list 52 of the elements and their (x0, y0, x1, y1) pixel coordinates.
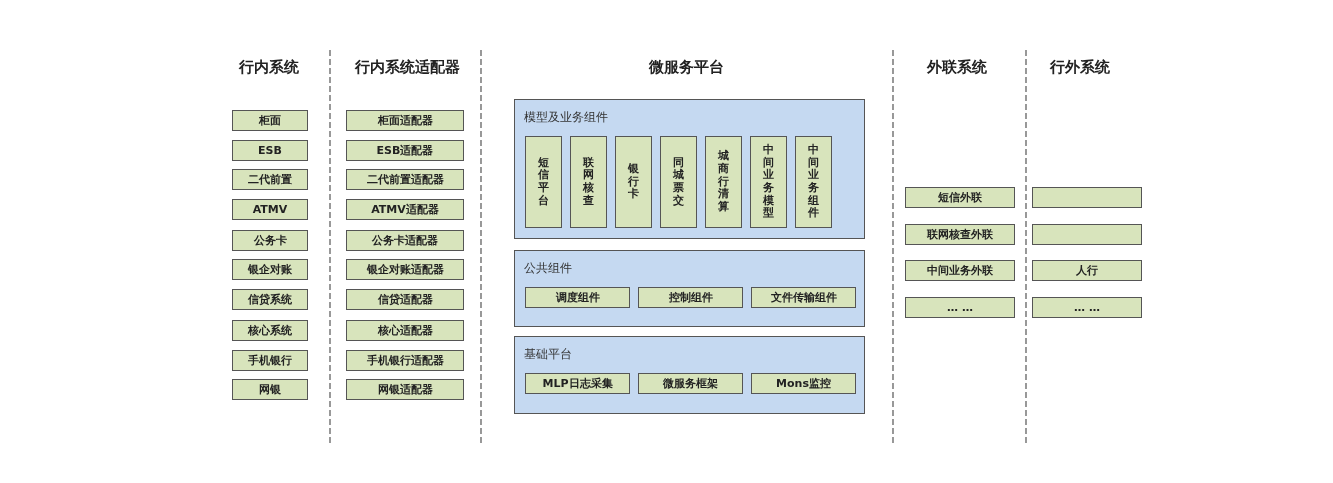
system-box: 信贷适配器 (346, 289, 464, 310)
system-box: 中间业务组件 (795, 136, 832, 228)
system-box: 核心系统 (232, 320, 308, 341)
system-box: 二代前置 (232, 169, 308, 190)
panel-title: 模型及业务组件 (524, 109, 608, 126)
system-box: Mons监控 (751, 373, 856, 394)
component-panel (514, 99, 865, 239)
system-box: 网银 (232, 379, 308, 400)
panel-title: 基础平台 (524, 346, 572, 363)
system-box: … … (1032, 297, 1142, 318)
system-box: 柜面 (232, 110, 308, 131)
system-box: 城商行清算 (705, 136, 742, 228)
column-heading: 微服务平台 (648, 58, 724, 77)
system-box: 联网核查 (570, 136, 607, 228)
system-box: 银行卡 (615, 136, 652, 228)
panel-title: 公共组件 (524, 260, 572, 277)
column-heading: 行内系统适配器 (354, 58, 460, 77)
system-box: MLP日志采集 (525, 373, 630, 394)
system-box: 手机银行适配器 (346, 350, 464, 371)
system-box: 中间业务模型 (750, 136, 787, 228)
system-box: 银企对账适配器 (346, 259, 464, 280)
component-panel (514, 336, 865, 414)
blank-box (1032, 187, 1142, 208)
system-box: 中间业务外联 (905, 260, 1015, 281)
system-box: ESB (232, 140, 308, 161)
system-box: 手机银行 (232, 350, 308, 371)
system-box: 网银适配器 (346, 379, 464, 400)
system-box: 短信平台 (525, 136, 562, 228)
system-box: 银企对账 (232, 259, 308, 280)
system-box: 联网核查外联 (905, 224, 1015, 245)
blank-box (1032, 224, 1142, 245)
system-box: 公务卡适配器 (346, 230, 464, 251)
system-box: 二代前置适配器 (346, 169, 464, 190)
column-heading: 行内系统 (239, 58, 299, 77)
column-heading: 外联系统 (927, 58, 987, 77)
system-box: 核心适配器 (346, 320, 464, 341)
system-box: 文件传输组件 (751, 287, 856, 308)
system-box: 信贷系统 (232, 289, 308, 310)
system-box: ESB适配器 (346, 140, 464, 161)
system-box: ATMV (232, 199, 308, 220)
system-box: 同城票交 (660, 136, 697, 228)
system-box: 控制组件 (638, 287, 743, 308)
component-panel (514, 250, 865, 327)
system-box: 微服务框架 (638, 373, 743, 394)
system-box: 公务卡 (232, 230, 308, 251)
system-box: 调度组件 (525, 287, 630, 308)
system-box: 柜面适配器 (346, 110, 464, 131)
column-heading: 行外系统 (1050, 58, 1110, 77)
system-box: … … (905, 297, 1015, 318)
system-box: ATMV适配器 (346, 199, 464, 220)
system-box: 人行 (1032, 260, 1142, 281)
system-box: 短信外联 (905, 187, 1015, 208)
